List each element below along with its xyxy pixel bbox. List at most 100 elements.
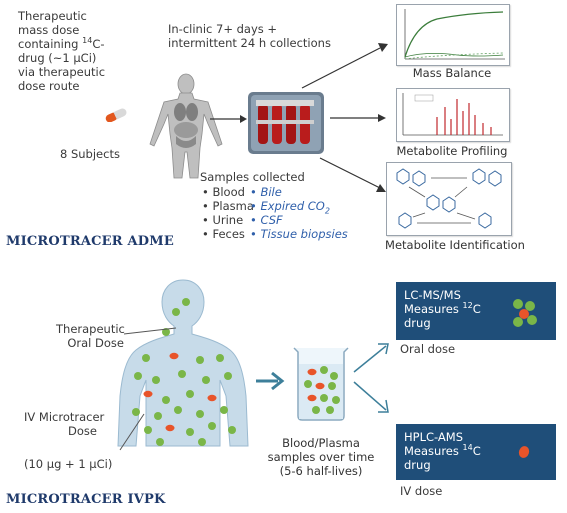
- drug-dot: [304, 380, 312, 388]
- box-line: LC-MS/MS: [404, 288, 461, 302]
- tracer-dot-icon: [518, 446, 530, 458]
- drug-dot: [152, 376, 160, 384]
- iv-dose-amount: (10 µg + 1 µCi): [24, 457, 113, 471]
- drug-dot: [208, 422, 216, 430]
- drug-dot: [332, 396, 340, 404]
- microtracer-dot: [307, 368, 317, 376]
- oral-dose-label: Therapeutic Oral Dose: [56, 322, 125, 350]
- sample-item: • Tissue biopsies: [250, 227, 348, 241]
- drug-dot: [312, 406, 320, 414]
- human-anatomy-icon: [149, 73, 223, 179]
- sample-item: • Urine: [202, 213, 244, 227]
- iv-dose-line: IV Microtracer: [24, 410, 105, 424]
- drug-dot: [202, 376, 210, 384]
- microtracer-dot: [165, 424, 175, 432]
- samples-title: Samples collected: [200, 170, 305, 184]
- hplc-ams-box: HPLC-AMS Measures 14C drug: [396, 424, 556, 480]
- sample-item: • Feces: [202, 227, 245, 241]
- mass-balance-chart: [396, 4, 510, 66]
- iv-dose-line: Dose: [68, 424, 97, 438]
- dose-line: containing 14C-: [18, 36, 105, 51]
- test-tubes-icon: [248, 92, 324, 154]
- molecular-structures: [396, 168, 502, 229]
- lc-ms-box: LC-MS/MS Measures 12C drug: [396, 282, 556, 340]
- sampling-caption: Blood/Plasma samples over time (5-6 half…: [256, 436, 386, 478]
- drug-dot: [220, 406, 228, 414]
- microtracer-dot: [315, 382, 325, 390]
- drug-dots: [132, 298, 236, 446]
- metabolite-profiling-chart: [396, 88, 510, 142]
- body-silhouette: [117, 279, 249, 447]
- drug-dot: [196, 410, 204, 418]
- drug-dot: [228, 426, 236, 434]
- drug-dot: [162, 328, 170, 336]
- sampling-line: (5-6 half-lives): [279, 464, 363, 478]
- molecule-dots-icon: [513, 299, 537, 327]
- drug-dot: [134, 372, 142, 380]
- oral-dose-caption: Oral dose: [400, 342, 456, 356]
- drug-dot: [174, 406, 182, 414]
- mass-balance-label: Mass Balance: [412, 66, 492, 80]
- oral-dose-line: Therapeutic: [56, 322, 125, 336]
- metabolite-identification-label: Metabolite Identification: [385, 238, 525, 252]
- drug-dot: [320, 394, 328, 402]
- oral-dose-pointer: [123, 327, 177, 335]
- drug-dot: [216, 354, 224, 362]
- dose-line: via therapeutic: [18, 65, 106, 79]
- samples-left-list: • Blood • Plasma • Urine • Feces: [202, 185, 254, 241]
- drug-dot: [196, 356, 204, 364]
- box-line: HPLC-AMS: [404, 430, 464, 444]
- subjects-label: 8 Subjects: [60, 147, 120, 161]
- drug-dot: [162, 396, 170, 404]
- microtracer-dot: [169, 352, 179, 360]
- drug-dot: [326, 406, 334, 414]
- in-clinic-text: In-clinic 7+ days + intermittent 24 h co…: [168, 22, 331, 50]
- iv-dose-pointer: [119, 413, 145, 451]
- drug-dot: [156, 438, 164, 446]
- iv-dose-label: IV Microtracer Dose: [24, 410, 104, 438]
- microtracer-dot: [143, 390, 153, 398]
- microtracer-dot: [307, 394, 317, 402]
- drug-dot: [172, 308, 180, 316]
- arrow-to-samples: [210, 115, 247, 123]
- box-line: Measures 14C: [404, 443, 481, 458]
- sampling-line: samples over time: [267, 450, 375, 464]
- sample-beaker-icon: [293, 347, 349, 421]
- dose-description: Therapeutic mass dose containing 14C- dr…: [18, 9, 105, 93]
- drug-dot: [330, 372, 338, 380]
- capsule-icon: [105, 108, 127, 122]
- in-clinic-line: intermittent 24 h collections: [168, 36, 331, 50]
- box-line: drug: [404, 458, 431, 472]
- sampling-line: Blood/Plasma: [282, 436, 360, 450]
- mass-balance-curve: [404, 9, 505, 60]
- dose-line: mass dose: [18, 23, 80, 37]
- drug-dot: [320, 366, 328, 374]
- drug-dot: [186, 390, 194, 398]
- samples-right-list: • Bile • Expired CO2 • CSF • Tissue biop…: [250, 185, 348, 241]
- sample-item: • Plasma: [202, 199, 254, 213]
- drug-dot: [142, 354, 150, 362]
- in-clinic-line: In-clinic 7+ days +: [168, 22, 278, 36]
- dose-line: Therapeutic: [18, 9, 87, 23]
- metabolite-identification-diagram: [386, 162, 512, 236]
- box-line: drug: [404, 316, 431, 330]
- drug-dot: [144, 426, 152, 434]
- sample-item: • Expired CO2: [250, 199, 330, 216]
- sample-item: • CSF: [250, 213, 283, 227]
- dose-line: dose route: [18, 79, 80, 93]
- iv-dose-caption: IV dose: [400, 484, 443, 498]
- drug-dot: [224, 372, 232, 380]
- ivpk-heading: MICROTRACER IVPK: [6, 492, 166, 507]
- arrows-to-analysis: [353, 343, 389, 413]
- sample-item: • Blood: [202, 185, 245, 199]
- arrows-to-outputs: [301, 43, 388, 192]
- oral-dose-line: Oral Dose: [67, 336, 124, 350]
- dose-line: drug (~1 µCi): [18, 51, 97, 65]
- chromatogram: [402, 93, 503, 136]
- box-line: Measures 12C: [404, 301, 481, 316]
- metabolite-profiling-label: Metabolite Profiling: [396, 144, 508, 158]
- microtracer-dot: [207, 394, 217, 402]
- drug-dot: [182, 298, 190, 306]
- adme-heading: MICROTRACER ADME: [6, 234, 174, 249]
- drug-dot: [186, 428, 194, 436]
